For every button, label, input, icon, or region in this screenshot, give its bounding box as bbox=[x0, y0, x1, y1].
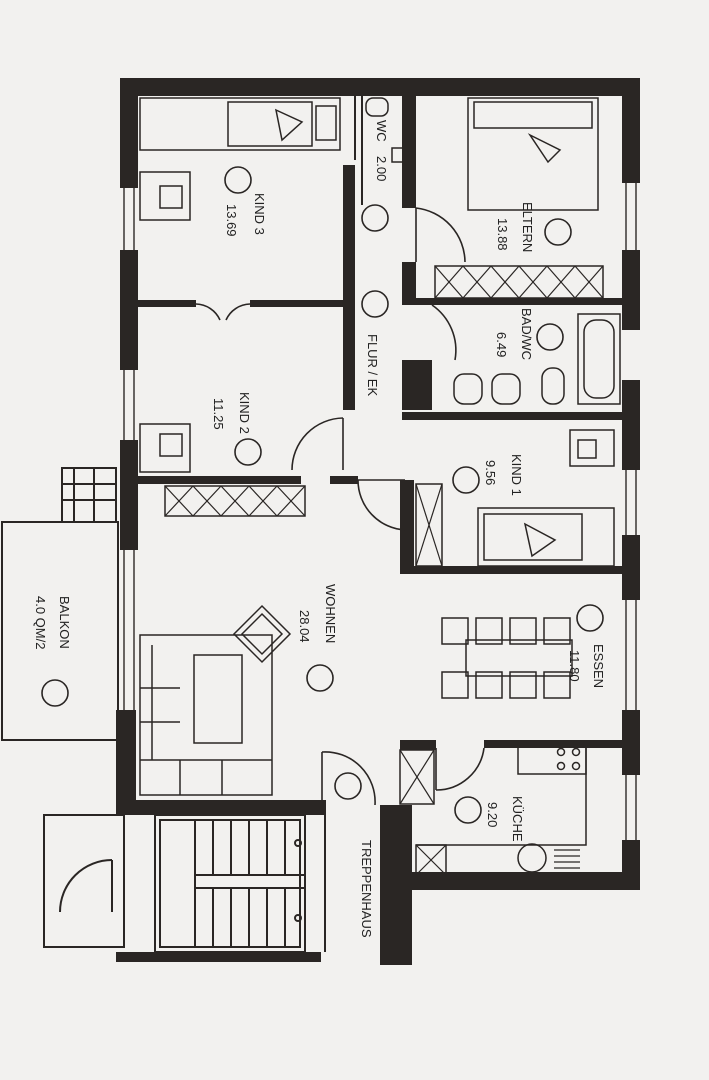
room-labels: KIND 3 13.69 WC 2.00 ELTERN 13.88 FLUR /… bbox=[33, 120, 606, 938]
staircase bbox=[43, 814, 326, 953]
label-kind3-name: KIND 3 bbox=[252, 193, 267, 235]
label-eltern-area: 13.88 bbox=[495, 218, 510, 251]
label-wc-name: WC bbox=[374, 120, 389, 142]
label-kind2-area: 11.25 bbox=[211, 398, 226, 430]
label-bad-area: 6.49 bbox=[494, 332, 509, 357]
hatching bbox=[164, 265, 604, 876]
label-kind2-name: KIND 2 bbox=[237, 392, 252, 434]
label-kueche-name: KÜCHE bbox=[510, 796, 525, 842]
room-markers bbox=[41, 166, 604, 824]
label-flur-name: FLUR / EK bbox=[365, 334, 380, 396]
doors bbox=[195, 207, 485, 806]
label-wohnen-area: 28.04 bbox=[297, 610, 312, 643]
label-balkon-name: BALKON bbox=[57, 596, 72, 649]
label-eltern-name: ELTERN bbox=[520, 202, 535, 252]
window-frames bbox=[123, 183, 637, 840]
label-wc-area: 2.00 bbox=[374, 156, 389, 181]
label-kueche-area: 9.20 bbox=[485, 802, 500, 827]
wc-fixtures bbox=[365, 97, 407, 163]
label-essen-area: 11.80 bbox=[567, 650, 582, 682]
balcony bbox=[1, 467, 119, 741]
label-treppenhaus-name: TREPPENHAUS bbox=[359, 840, 374, 938]
label-kind1-area: 9.56 bbox=[483, 460, 498, 485]
label-kind3-area: 13.69 bbox=[224, 204, 239, 237]
label-bad-name: BAD/WC bbox=[519, 308, 534, 360]
outer-walls bbox=[116, 78, 640, 965]
label-essen-name: ESSEN bbox=[591, 644, 606, 688]
furniture bbox=[139, 97, 621, 876]
label-kind1-name: KIND 1 bbox=[509, 454, 524, 496]
label-wohnen-name: WOHNEN bbox=[323, 584, 338, 643]
label-balkon-area: 4.0 QM/2 bbox=[33, 596, 48, 649]
wc-walls bbox=[354, 96, 411, 205]
